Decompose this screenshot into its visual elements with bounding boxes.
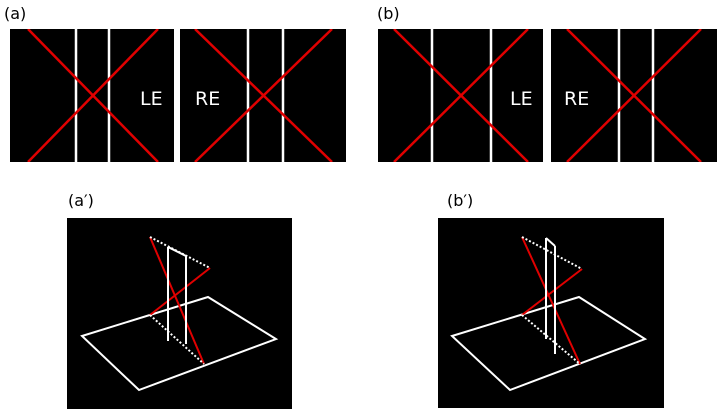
label-a-prime: (a′) bbox=[68, 191, 94, 210]
panel-a-right-eye: RE bbox=[180, 29, 346, 162]
panel-b-left-eye: LE bbox=[378, 29, 543, 162]
left-eye-label: LE bbox=[140, 88, 163, 110]
panel-a-left-eye: LE bbox=[10, 29, 174, 162]
panel-b-prime-3d bbox=[438, 218, 664, 408]
label-a: (a) bbox=[4, 4, 27, 23]
label-b: (b) bbox=[377, 4, 400, 23]
perceived-depth-b bbox=[450, 236, 648, 392]
stereo-lines-b-left bbox=[393, 29, 529, 162]
panel-a-prime-3d bbox=[67, 218, 292, 409]
stereo-lines-a-left bbox=[27, 29, 159, 162]
perceived-depth-a bbox=[80, 236, 279, 392]
stereo-lines-a-right bbox=[194, 29, 333, 162]
stereo-lines-b-right bbox=[566, 29, 702, 162]
right-eye-label: RE bbox=[195, 88, 221, 110]
label-b-prime: (b′) bbox=[447, 191, 474, 210]
panel-b-right-eye: RE bbox=[551, 29, 717, 162]
left-eye-label-b: LE bbox=[510, 88, 533, 110]
right-eye-label-b: RE bbox=[564, 88, 590, 110]
